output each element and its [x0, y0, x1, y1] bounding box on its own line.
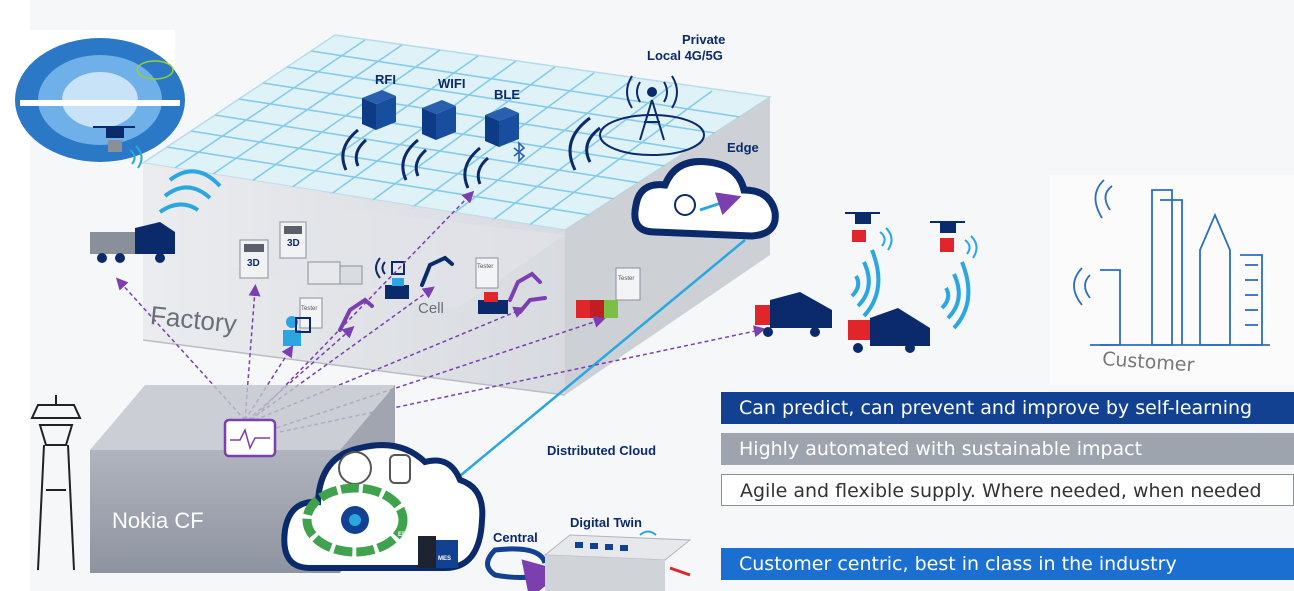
3d-printer-label-1: 3D [247, 258, 260, 269]
tester-label-2: Tester [477, 264, 494, 270]
mes-label: MES [438, 556, 452, 562]
digital-twin-icon [543, 530, 692, 591]
nokia-cf-label: Nokia CF [112, 508, 204, 533]
wireless-signal-icon [341, 116, 601, 189]
edge-link-line [454, 239, 746, 481]
3d-printer-icon [239, 221, 307, 279]
drone-right-2-icon [930, 221, 978, 259]
tester-label-3: Tester [618, 276, 635, 282]
banner-agile-supply: Agile and flexible supply. Where needed,… [721, 474, 1294, 506]
cell-tower-icon [599, 75, 705, 156]
agv-icon [385, 278, 508, 314]
wifi-device-icon [422, 100, 456, 140]
wifi-label: WIFI [438, 76, 466, 91]
erp-label: ERP [398, 532, 411, 538]
central-cloud-icon [281, 442, 486, 571]
digital-twin-label: Digital Twin [570, 515, 642, 530]
3d-printer-label-2: 3D [287, 238, 300, 249]
customer-city-icon [1050, 175, 1294, 385]
edge-label: Edge [727, 140, 759, 155]
banner-automated: Highly automated with sustainable impact [721, 433, 1294, 465]
drone-icon [93, 126, 143, 169]
truck-right-1-icon [755, 292, 832, 337]
drone-right-1-icon [845, 212, 893, 251]
tester-label-1: Tester [301, 306, 318, 312]
ble-device-icon [485, 107, 519, 147]
tablet-dashboard-icon [223, 418, 277, 458]
truck-right-2-icon [848, 308, 930, 353]
banner-self-learning: Can predict, can prevent and improve by … [721, 392, 1294, 424]
central-label: Central [493, 530, 538, 545]
worker-icon [283, 316, 311, 346]
local-4g5g-label: Local 4G/5G [647, 48, 723, 63]
ble-label: BLE [494, 87, 520, 102]
central-arrow-icon [485, 546, 565, 591]
product-crates [576, 300, 618, 318]
rfi-label: RFI [375, 72, 396, 87]
cell-label: Cell [418, 300, 444, 317]
banner-customer-centric: Customer centric, best in class in the i… [721, 548, 1294, 580]
rfi-device-icon [362, 90, 396, 130]
wireless-signal-right-icon [850, 249, 971, 330]
rfid-reader-icon [375, 257, 405, 279]
delivery-truck-icon [90, 169, 222, 263]
distributed-cloud-label: Distributed Cloud [547, 443, 657, 458]
private-label: Private [682, 32, 726, 47]
bluetooth-icon [513, 141, 526, 163]
network-thumbnail [15, 30, 185, 162]
factory-machines [299, 257, 641, 329]
control-tower-icon [30, 395, 82, 571]
edge-cloud-icon [631, 157, 779, 240]
